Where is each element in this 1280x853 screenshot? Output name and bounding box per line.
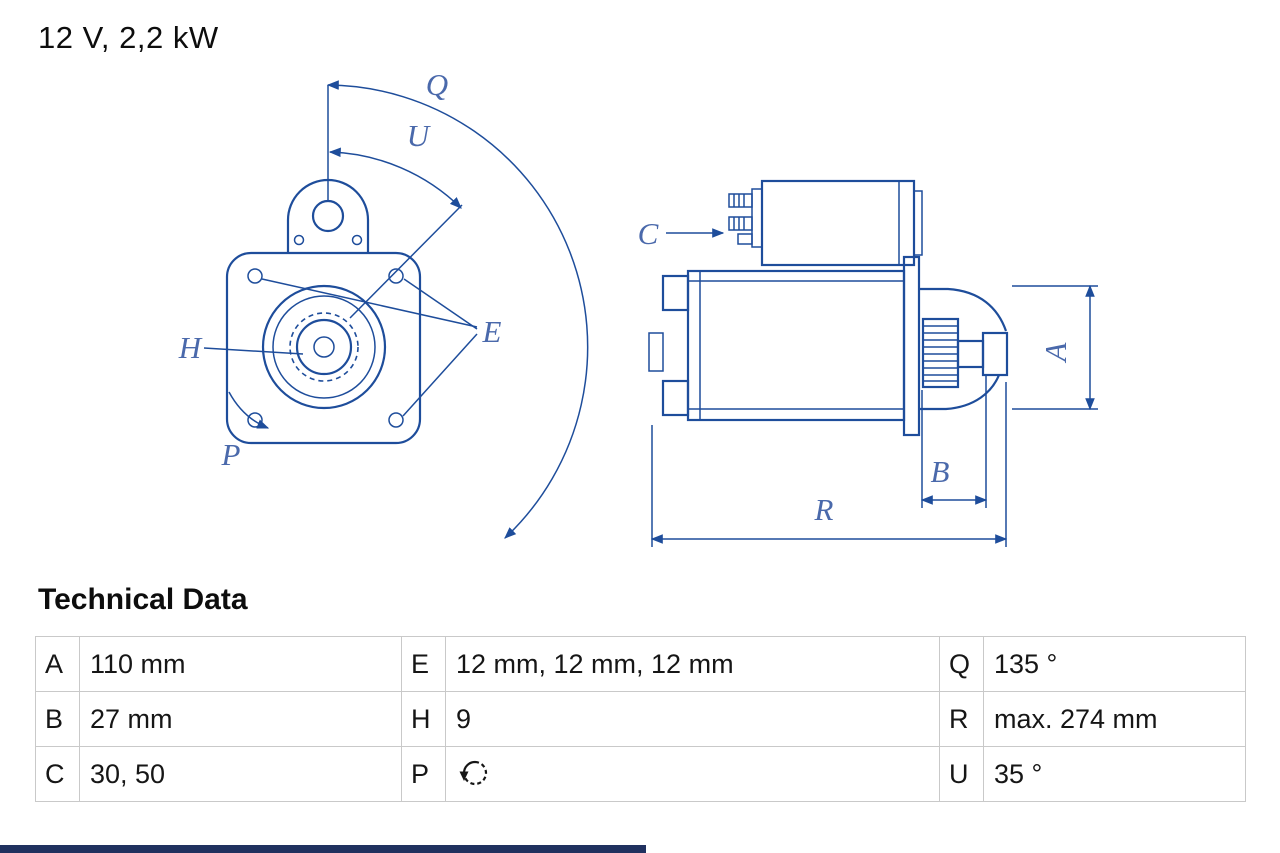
front-view: Q U E H P [178,67,589,539]
spec-key-cell: C [35,746,80,802]
spec-value-cell: 110 mm [79,636,402,692]
spec-key-cell: U [939,746,984,802]
left-bracket [648,274,690,417]
end-cap [981,331,1009,377]
table-row: C 30, 50 P U 35 ° [35,746,1246,802]
h-leader-line [203,347,304,355]
pinion-front [261,284,387,410]
q-label: Q [426,67,448,102]
ear-hole [311,199,345,233]
spec-value-cell: 35 ° [983,746,1246,802]
solenoid-terminals [728,188,763,248]
spec-key-cell: R [939,691,984,747]
spec-key-cell: P [401,746,446,802]
b-dimension: B [920,376,988,508]
product-spec-title: 12 V, 2,2 kW [38,20,219,55]
drive-end-top [919,287,1008,332]
flange-plate [902,255,921,437]
solenoid-cap [913,190,923,256]
solenoid-body [760,179,916,267]
spec-key-cell: A [35,636,80,692]
r-dimension: R [650,382,1008,547]
table-row: A 110 mm E 12 mm, 12 mm, 12 mm Q 135 ° [35,636,1246,692]
technical-data-table: A 110 mm E 12 mm, 12 mm, 12 mm Q 135 ° B… [35,636,1246,802]
ear-small-hole-left [293,234,305,246]
rotation-ccw-icon [459,760,488,786]
technical-drawing: Q U E H P [178,67,1098,547]
e-label: E [482,314,502,349]
e-leader-lines [261,278,478,417]
bottom-accent-bar [0,845,646,853]
side-view: C A B R [638,179,1098,547]
spec-value-cell: 30, 50 [79,746,402,802]
a-label: A [1038,341,1073,363]
u-angle-arc [328,147,462,209]
spec-key-cell: E [401,636,446,692]
spec-value-cell [445,746,940,802]
h-label: H [178,330,203,365]
q-angle-arc [326,80,589,539]
b-label: B [931,454,950,489]
spec-key-cell: Q [939,636,984,692]
c-label: C [638,216,659,251]
spec-value-cell: 135 ° [983,636,1246,692]
drive-end-bottom [919,374,1001,411]
p-rotation-arrow [228,391,270,429]
spec-key-cell: B [35,691,80,747]
ear-small-hole-right [351,234,363,246]
spec-value-cell: 12 mm, 12 mm, 12 mm [445,636,940,692]
angle-leg-line [349,204,463,319]
a-dimension: A [1012,284,1098,411]
bolt-hole-bottom-right [388,412,404,428]
spec-value-cell: 9 [445,691,940,747]
bolt-hole-top-left [247,268,263,284]
p-label: P [221,437,241,472]
spec-value-cell: 27 mm [79,691,402,747]
r-label: R [814,492,834,527]
motor-housing [686,269,906,422]
spec-value-cell: max. 274 mm [983,691,1246,747]
pinion-shaft [956,339,985,369]
u-label: U [407,118,432,153]
table-row: B 27 mm H 9 R max. 274 mm [35,691,1246,747]
pinion-side [921,317,960,389]
technical-data-heading: Technical Data [38,583,248,616]
spec-key-cell: H [401,691,446,747]
